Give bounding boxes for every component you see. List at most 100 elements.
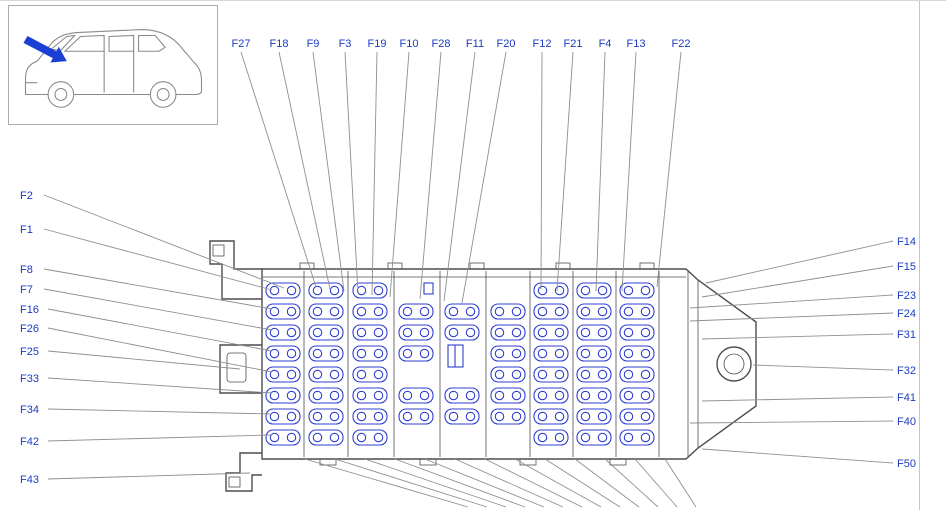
fuse-slot bbox=[533, 429, 569, 446]
fuse-label-f1: F1 bbox=[20, 224, 33, 236]
fuse-grid bbox=[265, 282, 655, 446]
fuse-slot bbox=[619, 429, 655, 446]
fuse-label-f26: F26 bbox=[20, 323, 39, 335]
fuse-slot bbox=[619, 282, 655, 299]
leader-line-bottom bbox=[394, 458, 526, 508]
fuse-slot bbox=[490, 345, 526, 362]
fuse-label-f13: F13 bbox=[627, 38, 646, 50]
fuse-slot bbox=[308, 303, 344, 320]
leader-line-bottom bbox=[514, 458, 602, 508]
fuse-label-f20: F20 bbox=[497, 38, 516, 50]
fuse-label-f50: F50 bbox=[897, 458, 916, 470]
leader-line-f50 bbox=[701, 448, 894, 464]
fuse-slot bbox=[352, 282, 388, 299]
fuse-slot bbox=[444, 387, 480, 404]
fuse-slot bbox=[533, 303, 569, 320]
leader-line-bottom bbox=[334, 458, 488, 508]
fuse-label-f11: F11 bbox=[466, 38, 484, 50]
fuse-slot bbox=[265, 366, 301, 383]
fuse-slot bbox=[444, 324, 480, 341]
leader-line-f19 bbox=[371, 51, 378, 296]
fuse-label-f15: F15 bbox=[897, 261, 916, 273]
fuse-slot bbox=[576, 282, 612, 299]
fuse-label-f2: F2 bbox=[20, 190, 33, 202]
leader-line-f27 bbox=[240, 51, 317, 288]
leader-line-f28 bbox=[419, 51, 442, 300]
leader-line-bottom bbox=[454, 458, 564, 508]
fuse-label-f10: F10 bbox=[400, 38, 419, 50]
fuse-slot bbox=[352, 345, 388, 362]
fuse-slot bbox=[308, 408, 344, 425]
fuse-slot bbox=[619, 408, 655, 425]
leader-line-f25 bbox=[47, 350, 241, 370]
fuse-slot bbox=[490, 366, 526, 383]
leader-line-f33 bbox=[47, 377, 273, 394]
leader-line-f22 bbox=[656, 51, 682, 288]
fuse-label-f14: F14 bbox=[897, 236, 916, 248]
fuse-slot bbox=[308, 324, 344, 341]
leader-line-bottom bbox=[574, 458, 640, 508]
fuse-label-f16: F16 bbox=[20, 304, 39, 316]
leader-line-f12 bbox=[540, 51, 543, 290]
fuse-slot bbox=[265, 387, 301, 404]
fuse-label-f19: F19 bbox=[368, 38, 387, 50]
fuse-slot bbox=[398, 303, 434, 320]
fusebox-housing bbox=[209, 240, 757, 492]
fuse-slot bbox=[619, 387, 655, 404]
leader-line-f9 bbox=[312, 51, 345, 292]
column-dividers bbox=[303, 271, 660, 457]
fuse-label-f33: F33 bbox=[20, 373, 39, 385]
fuse-label-f25: F25 bbox=[20, 346, 39, 358]
leader-lines bbox=[43, 51, 894, 508]
fuse-slot bbox=[576, 408, 612, 425]
fuse-slot bbox=[352, 387, 388, 404]
housing-outline bbox=[261, 268, 757, 460]
car-outline bbox=[24, 29, 203, 96]
leader-line-f26 bbox=[47, 327, 273, 373]
car-wheels bbox=[47, 81, 177, 108]
fuse-slot bbox=[576, 429, 612, 446]
center-connectors bbox=[423, 282, 464, 368]
fuse-slot bbox=[308, 366, 344, 383]
car-illustration bbox=[23, 29, 203, 108]
fuse-slot bbox=[265, 408, 301, 425]
leader-line-f10 bbox=[389, 51, 410, 298]
fuse-label-f3: F3 bbox=[339, 38, 352, 50]
fuse-slot bbox=[533, 366, 569, 383]
fuse-label-f9: F9 bbox=[307, 38, 320, 50]
fuse-label-f4: F4 bbox=[599, 38, 612, 50]
leader-line-f7 bbox=[43, 288, 273, 331]
leader-line-f20 bbox=[461, 51, 507, 304]
fuse-label-f7: F7 bbox=[20, 284, 33, 296]
fuse-slot bbox=[490, 324, 526, 341]
leader-line-f4 bbox=[595, 51, 606, 292]
leader-line-f42 bbox=[47, 434, 273, 442]
fuse-slot bbox=[308, 429, 344, 446]
fuse-label-f28: F28 bbox=[432, 38, 451, 50]
fuse-label-f31: F31 bbox=[897, 329, 916, 341]
fuse-label-f8: F8 bbox=[20, 264, 33, 276]
fuse-label-f21: F21 bbox=[564, 38, 583, 50]
fuse-slot bbox=[619, 303, 655, 320]
leader-line-f34 bbox=[47, 408, 273, 415]
round-connector bbox=[716, 346, 752, 382]
fuse-slot bbox=[490, 303, 526, 320]
fuse-slot bbox=[444, 408, 480, 425]
leader-line-f13 bbox=[621, 51, 637, 292]
fuse-label-f43: F43 bbox=[20, 474, 39, 486]
bottom-tabs bbox=[319, 458, 627, 466]
fuse-slot bbox=[398, 387, 434, 404]
leader-line-f23 bbox=[689, 294, 894, 309]
fuse-slot bbox=[308, 345, 344, 362]
fuse-slot bbox=[576, 387, 612, 404]
leader-line-bottom bbox=[604, 458, 659, 508]
bottom-left-bracket bbox=[225, 452, 262, 492]
leader-line-f31 bbox=[701, 333, 894, 340]
leader-line-bottom bbox=[544, 458, 621, 508]
fuse-slot bbox=[265, 429, 301, 446]
fuse-slot bbox=[398, 345, 434, 362]
leader-line-f21 bbox=[556, 51, 574, 292]
fuse-label-f12: F12 bbox=[533, 38, 552, 50]
leader-line-f3 bbox=[344, 51, 359, 294]
